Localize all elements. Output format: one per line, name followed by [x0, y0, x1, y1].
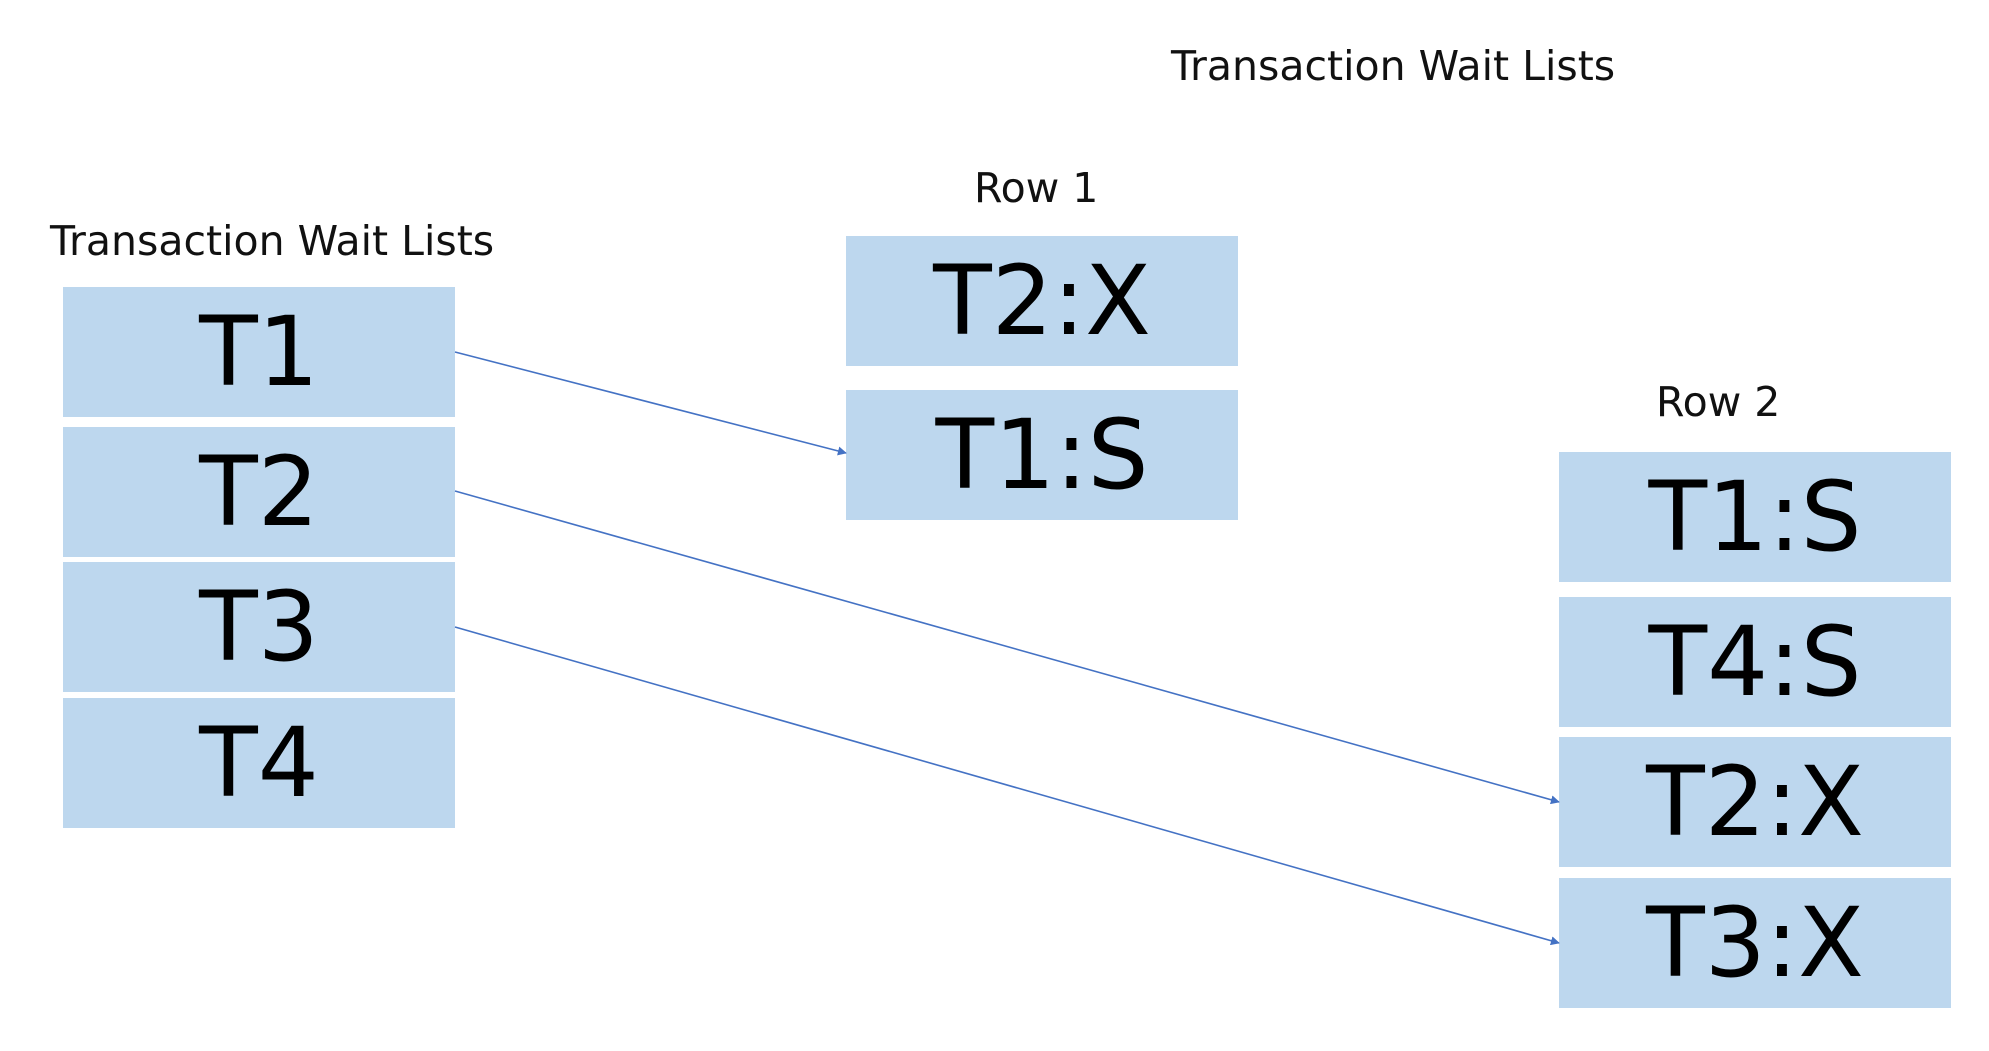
arrow-t2-to-row-2: [454, 490, 1560, 805]
arrow-t3-to-row-2: [454, 626, 1560, 946]
row-1-lock-t1-s: T1:S: [846, 390, 1238, 520]
transaction-box-t2: T2: [63, 427, 455, 557]
transaction-wait-lists-title: Transaction Wait Lists: [50, 217, 495, 265]
top-title: Transaction Wait Lists: [1171, 42, 1616, 90]
arrow-t1-to-row-1: [454, 351, 847, 456]
row-2-lock-t2-x: T2:X: [1559, 737, 1951, 867]
row-1-lock-t2-x: T2:X: [846, 236, 1238, 366]
row-2-lock-t3-x: T3:X: [1559, 878, 1951, 1008]
row-2-lock-t1-s: T1:S: [1559, 452, 1951, 582]
row-2-title: Row 2: [1656, 378, 1781, 426]
transaction-box-t3: T3: [63, 562, 455, 692]
row-2-lock-t4-s: T4:S: [1559, 597, 1951, 727]
transaction-box-t1: T1: [63, 287, 455, 417]
transaction-box-t4: T4: [63, 698, 455, 828]
row-1-title: Row 1: [974, 164, 1099, 212]
